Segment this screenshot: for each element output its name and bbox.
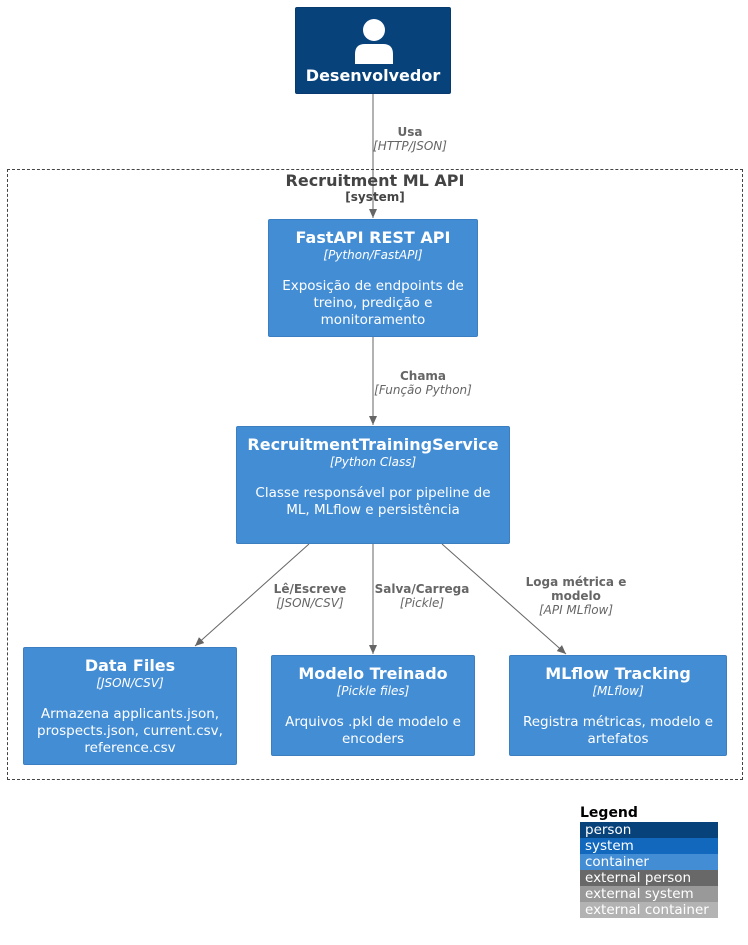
container-description: Exposição de endpoints de treino, prediç… bbox=[282, 278, 464, 328]
legend-item-external-person: external person bbox=[580, 870, 718, 886]
container-description: Arquivos .pkl de modelo e encoders bbox=[285, 714, 461, 747]
rel-calls-tech: [Função Python] bbox=[374, 383, 472, 397]
rel-reads-writes-tech: [JSON/CSV] bbox=[276, 596, 344, 610]
rel-label-reads-writes: Lê/Escreve [JSON/CSV] bbox=[260, 582, 360, 610]
rel-logs-label: Loga métrica e modelo bbox=[525, 575, 627, 603]
rel-calls-label: Chama bbox=[399, 369, 447, 383]
container-fastapi[interactable]: FastAPI REST API [Python/FastAPI] Exposi… bbox=[268, 219, 478, 337]
rel-uses-label: Usa bbox=[397, 125, 423, 139]
container-training-service[interactable]: RecruitmentTrainingService [Python Class… bbox=[236, 426, 510, 544]
container-description: Registra métricas, modelo e artefatos bbox=[522, 714, 714, 747]
container-name: Modelo Treinado bbox=[298, 664, 448, 683]
container-name: Data Files bbox=[84, 656, 176, 675]
container-name: RecruitmentTrainingService bbox=[247, 435, 499, 454]
container-description: Armazena applicants.json, prospects.json… bbox=[37, 706, 223, 756]
legend-item-external-container: external container bbox=[580, 902, 718, 918]
system-boundary: Recruitment ML API [system] bbox=[7, 169, 743, 780]
legend-item-external-system: external system bbox=[580, 886, 718, 902]
arrow-reads-writes bbox=[194, 543, 310, 647]
container-description: Classe responsável por pipeline de ML, M… bbox=[255, 485, 491, 518]
container-data-files[interactable]: Data Files [JSON/CSV] Armazena applicant… bbox=[23, 647, 237, 765]
rel-saves-loads-tech: [Pickle] bbox=[399, 596, 445, 610]
arrow-logs bbox=[441, 543, 567, 655]
rel-label-uses: Usa [HTTP/JSON] bbox=[330, 125, 490, 153]
rel-saves-loads-label: Salva/Carrega bbox=[374, 582, 470, 596]
legend-item-person: person bbox=[580, 822, 718, 838]
boundary-type: [system] bbox=[345, 190, 405, 204]
person-desenvolvedor[interactable]: Desenvolvedor bbox=[295, 7, 451, 94]
legend-item-container: container bbox=[580, 854, 718, 870]
container-tech: [Pickle files] bbox=[336, 684, 410, 698]
rel-logs-tech: [API MLflow] bbox=[538, 603, 614, 617]
container-mlflow-tracking[interactable]: MLflow Tracking [MLflow] Registra métric… bbox=[509, 655, 727, 756]
rel-label-logs: Loga métrica e modelo [API MLflow] bbox=[516, 575, 636, 617]
container-tech: [Python/FastAPI] bbox=[323, 248, 423, 262]
rel-label-calls: Chama [Função Python] bbox=[343, 369, 503, 397]
legend-item-system: system bbox=[580, 838, 718, 854]
legend-title: Legend bbox=[580, 805, 638, 821]
rel-label-saves-loads: Salva/Carrega [Pickle] bbox=[367, 582, 477, 610]
legend: Legend person system container external … bbox=[580, 805, 718, 918]
rel-uses-tech: [HTTP/JSON] bbox=[373, 139, 447, 153]
container-tech: [MLflow] bbox=[592, 684, 644, 698]
rel-reads-writes-label: Lê/Escreve bbox=[273, 582, 347, 596]
container-name: MLflow Tracking bbox=[545, 664, 691, 683]
person-icon bbox=[355, 19, 393, 64]
person-name: Desenvolvedor bbox=[305, 66, 441, 85]
boundary-title: Recruitment ML API bbox=[285, 171, 465, 190]
container-name: FastAPI REST API bbox=[295, 228, 451, 247]
container-tech: [JSON/CSV] bbox=[96, 676, 164, 690]
container-tech: [Python Class] bbox=[329, 455, 417, 469]
container-trained-model[interactable]: Modelo Treinado [Pickle files] Arquivos … bbox=[271, 655, 475, 756]
